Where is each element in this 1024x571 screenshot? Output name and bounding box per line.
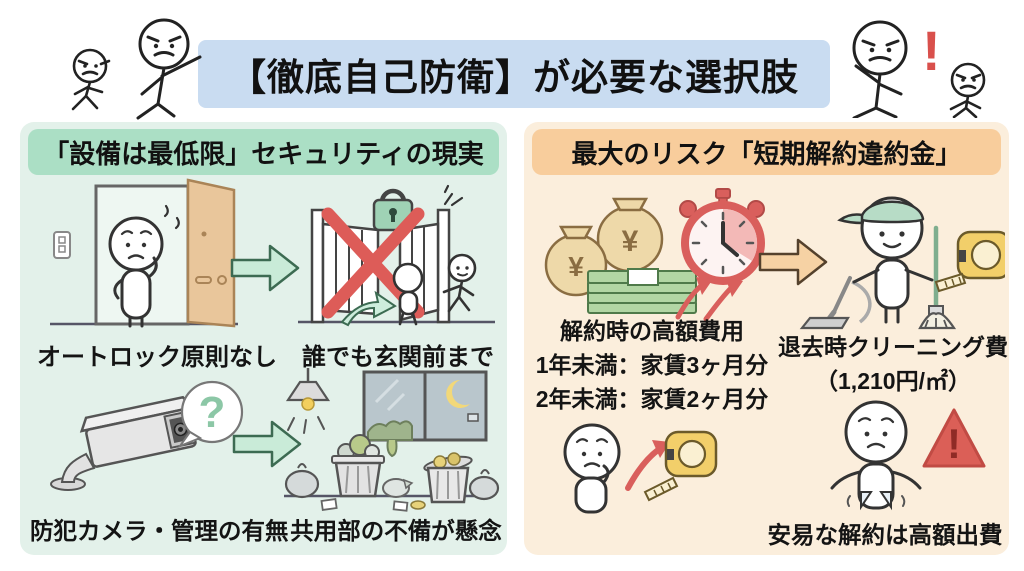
money-stopwatch-icon: ¥ ¥ [544, 188, 765, 322]
worry-measure-icon [563, 423, 718, 514]
penalty-panel: 最大のリスク「短期解約違約金」 ¥ ¥ [524, 122, 1009, 555]
cancellation-cost-block: 解約時の高額費用 1年未満：家賃3ヶ月分 2年未満：家賃2ヶ月分 [530, 314, 774, 416]
cleaning-fee-block: 退去時クリーニング費 （1,210円/㎡） [773, 330, 1013, 398]
security-panel: 「設備は最低限」セキュリティの現実 [20, 122, 507, 555]
cancellation-under-1yr: 1年未満：家賃3ヶ月分 [535, 352, 769, 378]
yen-icon: ¥ [622, 225, 639, 258]
penalty-panel-header: 最大のリスク「短期解約違約金」 [532, 129, 1001, 175]
easy-cancel-label: 安易な解約は高額出費 [767, 522, 1003, 548]
cancellation-under-2yr: 2年未満：家賃2ヶ月分 [535, 386, 769, 412]
common-area-label: 共用部の不備が懸念 [290, 518, 502, 544]
autolock-label: オートロック原則なし [37, 344, 277, 371]
page-title: 【徹底自己防衛】が必要な選択肢 [198, 40, 830, 108]
warning-exclamation-icon: ! [947, 420, 961, 467]
open-door-no-autolock-icon [50, 178, 238, 328]
security-camera-question-icon: ? [50, 380, 244, 491]
locked-gate-crossed-icon [298, 184, 495, 327]
cleaning-fee-price: （1,210円/㎡） [815, 368, 971, 394]
camera-label: 防犯カメラ・管理の有無 [30, 518, 289, 544]
question-mark-icon: ? [199, 388, 226, 437]
right-arrow-icon [232, 420, 302, 468]
right-arrow-icon [230, 244, 300, 292]
angry-figures-right-icon: ! [852, 19, 986, 118]
messy-common-area-icon [284, 368, 500, 512]
empty-pockets-warning-icon: ! [830, 400, 986, 511]
entrance-label: 誰でも玄関前まで [302, 344, 494, 371]
right-arrow-icon [758, 238, 828, 286]
angry-figures-left-icon [71, 18, 202, 120]
exclamation-icon: ! [922, 19, 941, 82]
cleaning-worker-icon [799, 196, 1005, 330]
cancellation-title: 解約時の高額費用 [560, 318, 744, 344]
security-panel-header: 「設備は最低限」セキュリティの現実 [28, 129, 499, 175]
cleaning-fee-title: 退去時クリーニング費 [778, 334, 1008, 360]
yen-icon: ¥ [568, 251, 584, 282]
